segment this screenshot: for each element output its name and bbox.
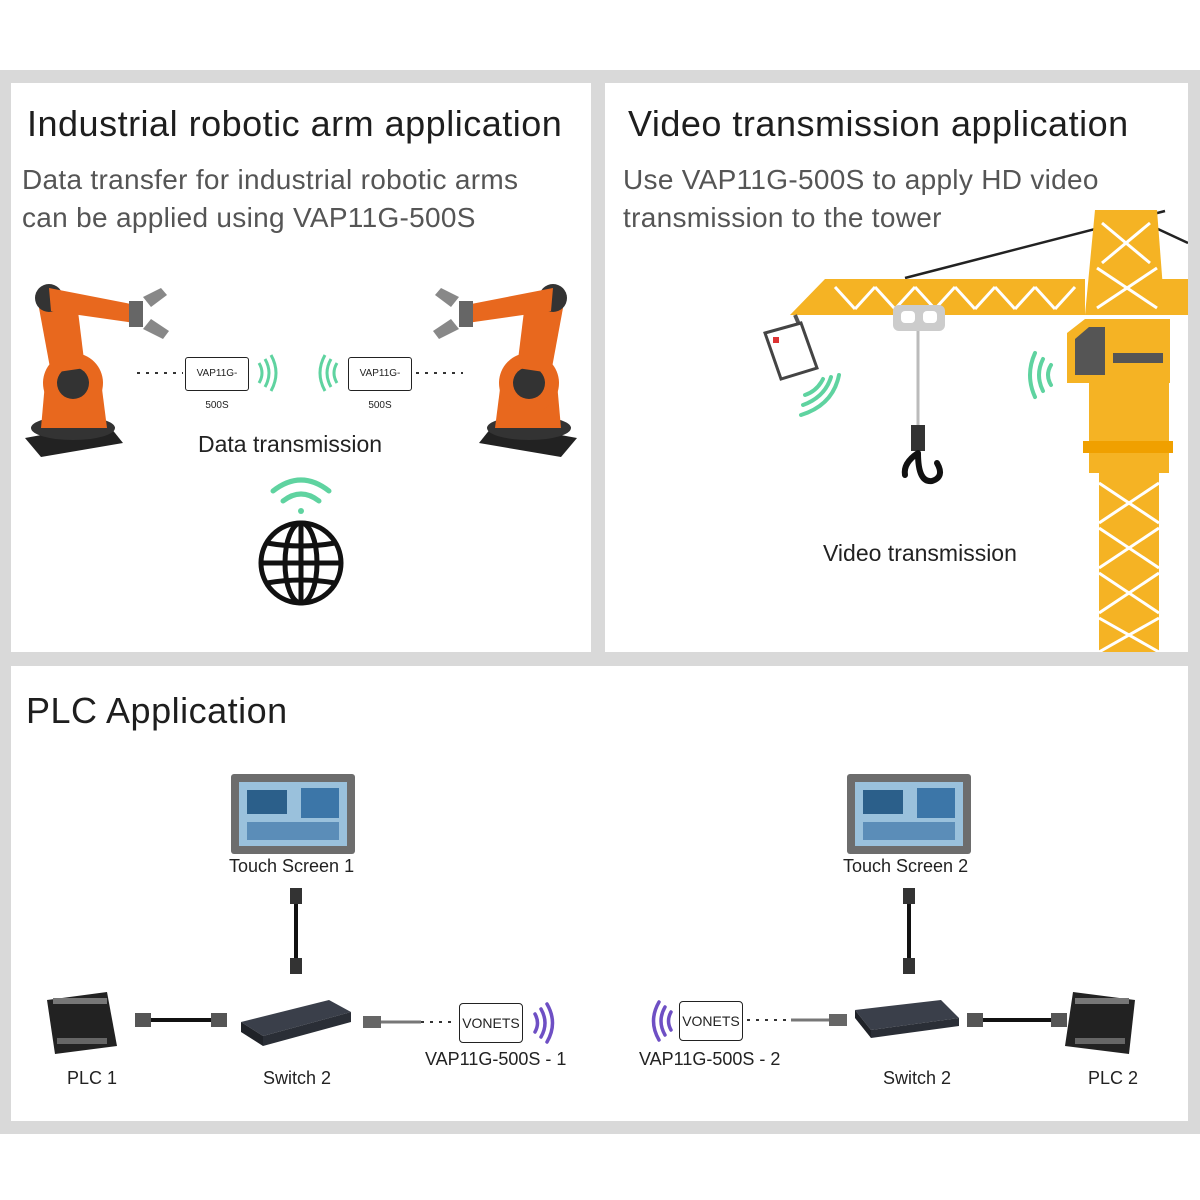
tower-crane-illustration bbox=[763, 209, 1188, 652]
switch-right-icon bbox=[855, 1000, 959, 1038]
robot-arm-panel: Industrial robotic arm application Data … bbox=[11, 83, 591, 652]
security-camera-icon bbox=[763, 314, 819, 381]
plc-1-label: PLC 1 bbox=[67, 1068, 118, 1088]
touch-screen-1-icon bbox=[231, 774, 355, 854]
wifi-signal-top-icon bbox=[270, 477, 332, 514]
plc-panel: PLC Application bbox=[11, 666, 1188, 1121]
wifi-signal-vonets-2-icon bbox=[651, 1000, 673, 1042]
wifi-signal-left-icon bbox=[318, 354, 339, 392]
touch-screen-1-label: Touch Screen 1 bbox=[229, 856, 355, 876]
video-transmission-caption: Video transmission bbox=[823, 540, 1017, 566]
wifi-signal-right-icon bbox=[257, 354, 278, 392]
video-panel-desc-line1: Use VAP11G-500S to apply HD video bbox=[623, 164, 1099, 195]
wifi-signal-vonets-1-icon bbox=[533, 1002, 555, 1044]
vap11g-device-right: VAP11G-500S bbox=[348, 357, 412, 411]
plc-1-icon bbox=[47, 992, 117, 1054]
wifi-signal-camera-icon bbox=[799, 373, 841, 417]
touch-screen-2-label: Touch Screen 2 bbox=[843, 856, 969, 876]
vonets-device-1: VONETS bbox=[459, 1003, 523, 1043]
plc-2-icon bbox=[1065, 992, 1135, 1054]
robot-arm-illustration bbox=[25, 284, 577, 606]
robot-panel-desc-line2: can be applied using VAP11G-500S bbox=[22, 202, 476, 233]
switch-right-label: Switch 2 bbox=[883, 1068, 952, 1088]
robot-panel-title: Industrial robotic arm application bbox=[27, 103, 563, 144]
robot-panel-desc-line1: Data transfer for industrial robotic arm… bbox=[22, 164, 519, 195]
vonets-2-label: VAP11G-500S - 2 bbox=[639, 1049, 781, 1069]
vap11g-device-left: VAP11G-500S bbox=[185, 357, 249, 411]
globe-icon bbox=[258, 520, 344, 606]
tower-crane-icon bbox=[790, 210, 1188, 652]
video-panel-title: Video transmission application bbox=[628, 103, 1129, 144]
touch-screen-2-icon bbox=[847, 774, 971, 854]
plc-2-label: PLC 2 bbox=[1088, 1068, 1139, 1088]
robot-arm-left-icon bbox=[25, 284, 169, 457]
video-panel: Video transmission application Use VAP11… bbox=[605, 83, 1188, 652]
video-panel-desc-line2: transmission to the tower bbox=[623, 202, 942, 233]
vonets-device-2: VONETS bbox=[679, 1001, 743, 1041]
switch-left-icon bbox=[241, 1000, 351, 1046]
switch-left-label: Switch 2 bbox=[263, 1068, 332, 1088]
vonets-1-label: VAP11G-500S - 1 bbox=[425, 1049, 567, 1069]
plc-panel-title: PLC Application bbox=[26, 690, 288, 731]
data-transmission-caption: Data transmission bbox=[198, 431, 383, 457]
robot-arm-right-icon bbox=[433, 284, 577, 457]
plc-network-diagram bbox=[47, 774, 1135, 1054]
wifi-signal-cab-icon bbox=[1028, 351, 1053, 399]
